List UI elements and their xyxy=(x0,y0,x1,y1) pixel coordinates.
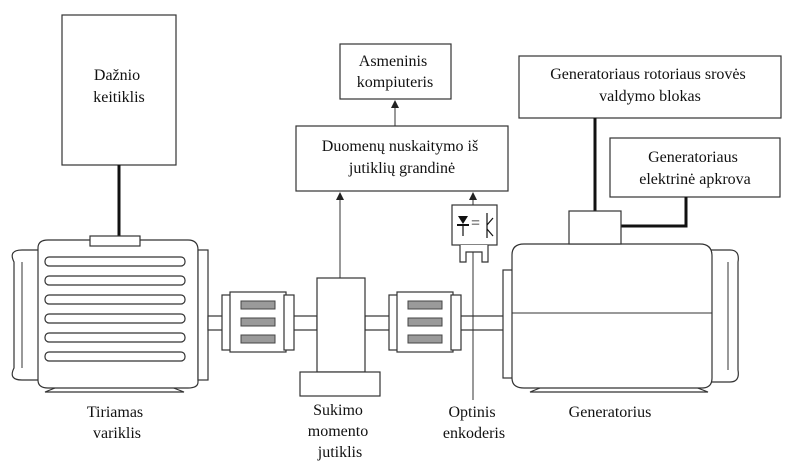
svg-text:Generatorius: Generatorius xyxy=(569,404,652,421)
electrical-load-cable xyxy=(621,197,688,228)
frequency-converter-label-line1: Dažnio xyxy=(94,67,140,84)
personal-computer-label-line2: kompiuteris xyxy=(357,74,433,91)
electrical-load-block: Generatoriaus elektrinė apkrova xyxy=(609,137,781,198)
svg-text:Generatoriaus elektrinė: Generatoriaus elektrinė apkrova xyxy=(639,149,751,188)
svg-text:Sukimo momento jutikli: Sukimo momento jutiklis xyxy=(308,402,372,461)
svg-text:Duomenų nuskaitymo iš ju: Duomenų nuskaitymo iš jutiklių grandinė xyxy=(322,138,482,177)
shaft-generator xyxy=(457,315,507,331)
shaft-mid-left xyxy=(292,315,318,331)
svg-text:Generatoriaus rotoriaus srovės: Generatoriaus rotoriaus srovės valdymo b… xyxy=(550,66,750,105)
coupling-left xyxy=(221,291,295,353)
electrical-load-label-line1: Generatoriaus xyxy=(648,149,738,166)
generator-label: Generatorius xyxy=(569,404,652,421)
rotor-current-control-block: Generatoriaus rotoriaus srovės valdymo b… xyxy=(518,55,782,119)
torque-sensor-label-line3: jutiklis xyxy=(317,444,362,461)
torque-sensor xyxy=(299,277,381,397)
encoder-label-line1: Optinis xyxy=(448,404,495,421)
torque-sensor-label-line1: Sukimo xyxy=(313,402,363,419)
encoder-label-line2: enkoderis xyxy=(443,425,505,442)
test-motor xyxy=(11,235,209,393)
svg-text:Dažnio keitiklis: Dažnio keitiklis xyxy=(93,67,145,106)
frequency-converter-label-line2: keitiklis xyxy=(93,89,145,106)
coupling-right xyxy=(388,291,462,353)
torque-sensor-label-line2: momento xyxy=(308,423,368,440)
rotor-control-label-line2: valdymo blokas xyxy=(599,88,701,105)
personal-computer-label-line1: Asmeninis xyxy=(359,53,427,70)
data-acquisition-label-line1: Duomenų nuskaitymo iš xyxy=(322,138,478,155)
svg-text:Tiriamas variklis: Tiriamas variklis xyxy=(87,404,147,442)
optical-encoder: = xyxy=(451,204,498,400)
personal-computer-block: Asmeninis kompiuteris xyxy=(339,43,452,100)
svg-text:Optinis enkoderis: Optinis enkoderis xyxy=(443,404,505,442)
data-acquisition-label-line2: jutiklių grandinė xyxy=(348,160,455,177)
frequency-converter-block: Dažnio keitiklis xyxy=(61,14,177,166)
encoder-equals-symbol: = xyxy=(471,215,480,232)
data-acquisition-block: Duomenų nuskaitymo iš jutiklių grandinė xyxy=(295,125,509,192)
test-motor-label-line2: variklis xyxy=(93,425,141,442)
rotor-control-label-line1: Generatoriaus rotoriaus srovės xyxy=(550,66,746,83)
generator xyxy=(502,210,739,393)
electrical-load-label-line2: elektrinė apkrova xyxy=(639,171,751,188)
test-motor-label-line1: Tiriamas xyxy=(87,404,143,421)
svg-text:Asmeninis kompiuteris: Asmeninis kompiuteris xyxy=(357,53,433,91)
